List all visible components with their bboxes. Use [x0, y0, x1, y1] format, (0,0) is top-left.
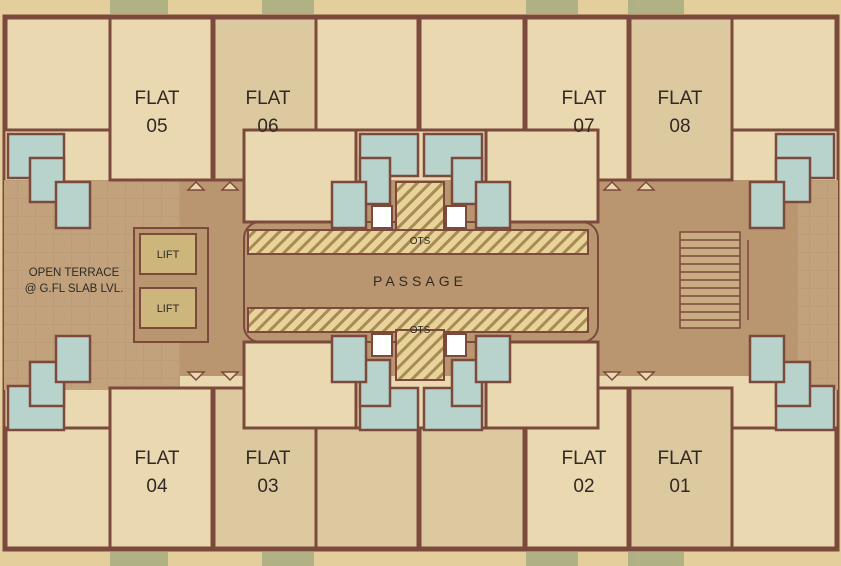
ots-label-bottom: OTS	[410, 325, 431, 336]
flat-label-title: FLAT	[245, 448, 290, 469]
door-markers	[186, 180, 656, 382]
lift-block	[133, 227, 209, 343]
terrace-label-line2: @ G.FL SLAB LVL.	[25, 283, 124, 295]
flat-label-title: FLAT	[561, 88, 606, 109]
flat-label-title: FLAT	[245, 88, 290, 109]
lift-label-1: LIFT	[157, 249, 180, 261]
open-terrace-right	[796, 180, 838, 390]
landscape-strips	[110, 0, 684, 566]
flat-labels: FLAT05FLAT06FLAT07FLAT08FLAT04FLAT03FLAT…	[134, 88, 702, 497]
flat-label-title: FLAT	[134, 88, 179, 109]
passage-label: PASSAGE	[373, 273, 467, 289]
staircase	[679, 231, 749, 329]
flat-label-title: FLAT	[657, 448, 702, 469]
flat-label-title: FLAT	[657, 88, 702, 109]
bottom-flats	[4, 340, 838, 550]
duct-shafts	[371, 205, 467, 357]
flat-label-number: 07	[573, 116, 594, 137]
flat-label-title: FLAT	[134, 448, 179, 469]
flat-label-number: 01	[669, 476, 690, 497]
toilet-blocks	[6, 132, 836, 432]
lift-label-2: LIFT	[157, 303, 180, 315]
flat-label-title: FLAT	[561, 448, 606, 469]
flat-label-number: 06	[257, 116, 278, 137]
ots-label-top: OTS	[410, 236, 431, 247]
flat-label-number: 04	[146, 476, 168, 497]
flat-label-number: 03	[257, 476, 278, 497]
flat-label-number: 08	[669, 116, 690, 137]
flat-label-number: 02	[573, 476, 594, 497]
lift-car-2	[139, 287, 197, 329]
terrace-label-line1: OPEN TERRACE	[29, 267, 120, 279]
flat-label-number: 05	[146, 116, 167, 137]
ots-areas	[247, 181, 589, 381]
lift-car-1	[139, 233, 197, 275]
top-flats	[4, 16, 838, 224]
